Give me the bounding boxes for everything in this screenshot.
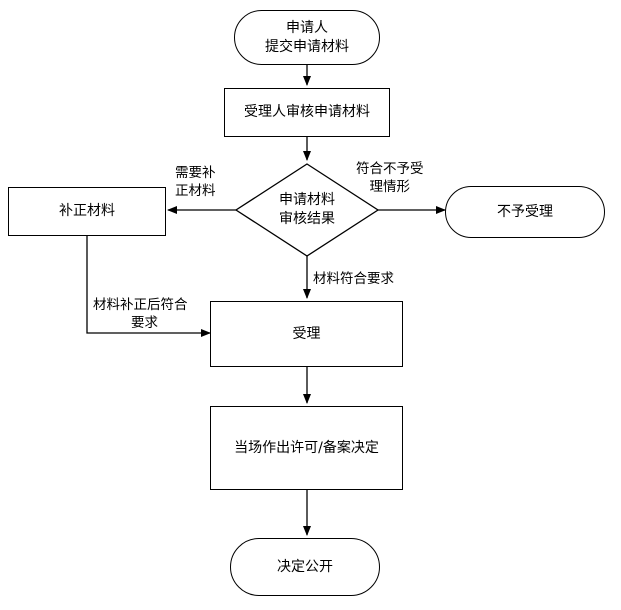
start-node-line-2: 提交申请材料 — [265, 38, 349, 55]
arrow-supplement-to-accept — [86, 236, 211, 337]
decide-node: 当场作出许可/备案决定 — [210, 406, 403, 490]
need-supplement-line-1: 需要补 — [175, 165, 216, 181]
supplement-node-label: 补正材料 — [59, 203, 115, 219]
meets-requirements-text: 材料符合要求 — [313, 271, 394, 287]
reject-node: 不予受理 — [445, 186, 605, 238]
edge-label-meets-requirements: 材料符合要求 — [313, 270, 394, 288]
publish-node: 决定公开 — [230, 538, 380, 596]
decide-node-label: 当场作出许可/备案决定 — [234, 439, 379, 456]
review-node: 受理人审核申请材料 — [224, 88, 390, 137]
review-node-label: 受理人审核申请材料 — [244, 104, 370, 120]
edge-label-not-accepted: 符合不予受 理情形 — [356, 160, 424, 196]
need-supplement-line-2: 正材料 — [175, 183, 216, 199]
start-node-line-1: 申请人 — [286, 19, 328, 36]
decision-line-1: 申请材料 — [279, 192, 335, 208]
supplement-node: 补正材料 — [8, 187, 166, 236]
decision-node-label: 申请材料 审核结果 — [257, 190, 357, 230]
accept-node: 受理 — [210, 301, 403, 367]
edge-label-after-supplement: 材料补正后符合 要求 — [93, 296, 188, 332]
start-node: 申请人 提交申请材料 — [234, 10, 380, 65]
not-accepted-line-1: 符合不予受 — [356, 161, 424, 177]
edge-label-need-supplement: 需要补 正材料 — [175, 164, 216, 200]
reject-node-label: 不予受理 — [497, 203, 553, 220]
accept-node-label: 受理 — [292, 325, 321, 342]
decision-line-2: 审核结果 — [279, 211, 335, 227]
after-supplement-line-2: 要求 — [131, 315, 158, 331]
not-accepted-line-2: 理情形 — [369, 179, 411, 195]
after-supplement-line-1: 材料补正后符合 — [93, 297, 188, 313]
publish-node-label: 决定公开 — [277, 558, 333, 575]
